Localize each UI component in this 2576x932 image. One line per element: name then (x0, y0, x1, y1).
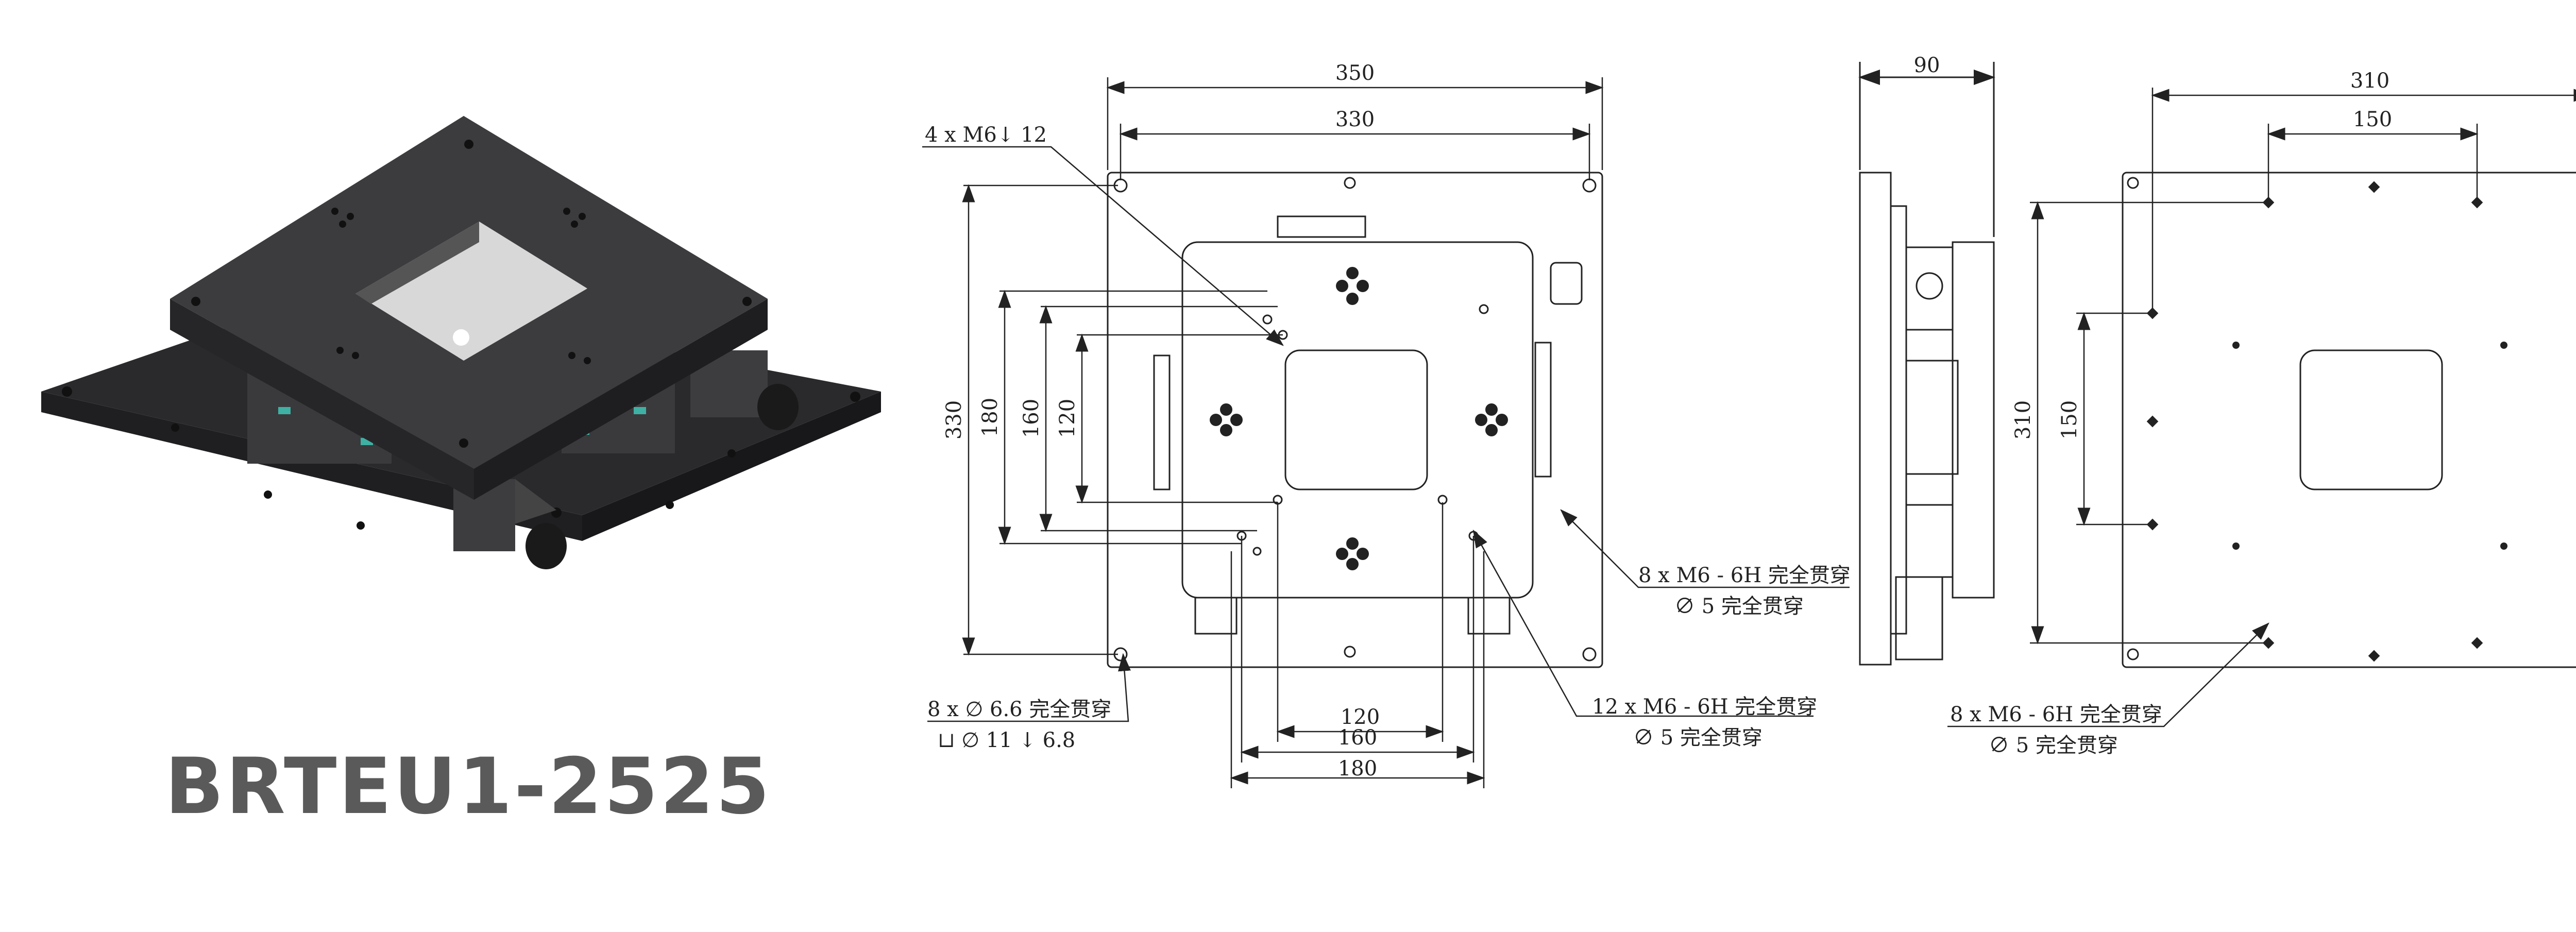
side-view (1858, 62, 1995, 666)
side-motor-bottom (1895, 576, 1943, 660)
bottom-view-window (2299, 349, 2443, 490)
bottom-callout-1: 8 x M6 - 6H 完全贯穿 (1950, 703, 2162, 726)
bottom-motor-left (1194, 597, 1238, 635)
side-motor-top (1905, 246, 1954, 331)
callout-bm-2: ∅ 5 完全贯穿 (1633, 726, 1762, 750)
dim-120-v: 120 (1056, 399, 1079, 438)
bottom-view-outline (2122, 172, 2576, 668)
top-plate-front (170, 299, 474, 500)
callout-right-1: 8 x M6 - 6H 完全贯穿 (1638, 564, 1851, 587)
top-rail (1277, 215, 1366, 238)
top-right-connector (1550, 262, 1583, 305)
side-base-plate (1859, 172, 1892, 666)
dim-150-v: 150 (2058, 400, 2081, 439)
dim-90: 90 (1914, 54, 1940, 77)
top-view-base-outline (1107, 172, 1603, 668)
base-plate-side (582, 392, 881, 541)
dim-310-v: 310 (2011, 400, 2035, 439)
callout-bl-2: ⊔ ∅ 11 ↓ 6.8 (938, 728, 1075, 752)
callout-top-left: 4 x M6↓ 12 (925, 123, 1047, 147)
callout-bm-1: 12 x M6 - 6H 完全贯穿 (1592, 695, 1817, 719)
top-view (1107, 172, 1603, 668)
dim-160-v: 160 (1020, 399, 1043, 438)
side-carriage (1905, 360, 1959, 475)
model-title: BRTEU1-2525 (165, 742, 772, 832)
dim-120-h: 120 (1341, 705, 1380, 729)
top-view-carriage-outline (1181, 241, 1534, 599)
dim-330-h: 330 (1335, 108, 1375, 131)
dim-310-h: 310 (2350, 69, 2389, 93)
bottom-motor-right (1467, 597, 1511, 635)
right-rail (1534, 342, 1552, 478)
top-plate-window (355, 222, 587, 361)
top-plate-side (474, 299, 768, 500)
bottom-view-holes (2146, 181, 2507, 662)
hole-clusters (1210, 267, 1508, 570)
callout-right-2: ∅ 5 完全贯穿 (1674, 595, 1804, 618)
left-rail (1153, 354, 1171, 490)
bottom-view (2122, 172, 2576, 668)
dim-330-v: 330 (942, 400, 966, 439)
bottom-callout-2: ∅ 5 完全贯穿 (1989, 734, 2118, 757)
isometric-model (41, 116, 881, 569)
motor-right (690, 350, 799, 430)
top-view-center-window (1284, 349, 1428, 490)
top-view-labels: 350 330 330 180 160 120 120 160 180 4 x … (925, 61, 1851, 781)
bottom-view-labels: 310 150 310 150 8 x M6 - 6H 完全贯穿 ∅ 5 完全贯… (1950, 69, 2392, 757)
dim-350: 350 (1335, 61, 1375, 85)
callout-bl-1: 8 x ∅ 6.6 完全贯穿 (927, 698, 1111, 721)
dim-150-h: 150 (2353, 108, 2392, 131)
side-top-plate (1952, 241, 1995, 599)
dim-180-v: 180 (978, 398, 1002, 437)
dim-180-h: 180 (1338, 757, 1377, 781)
bottom-view-dimensions (1947, 88, 2576, 727)
dim-160-h: 160 (1338, 726, 1377, 750)
top-plate-holes (191, 140, 752, 448)
top-view-dimensions (922, 77, 1850, 788)
